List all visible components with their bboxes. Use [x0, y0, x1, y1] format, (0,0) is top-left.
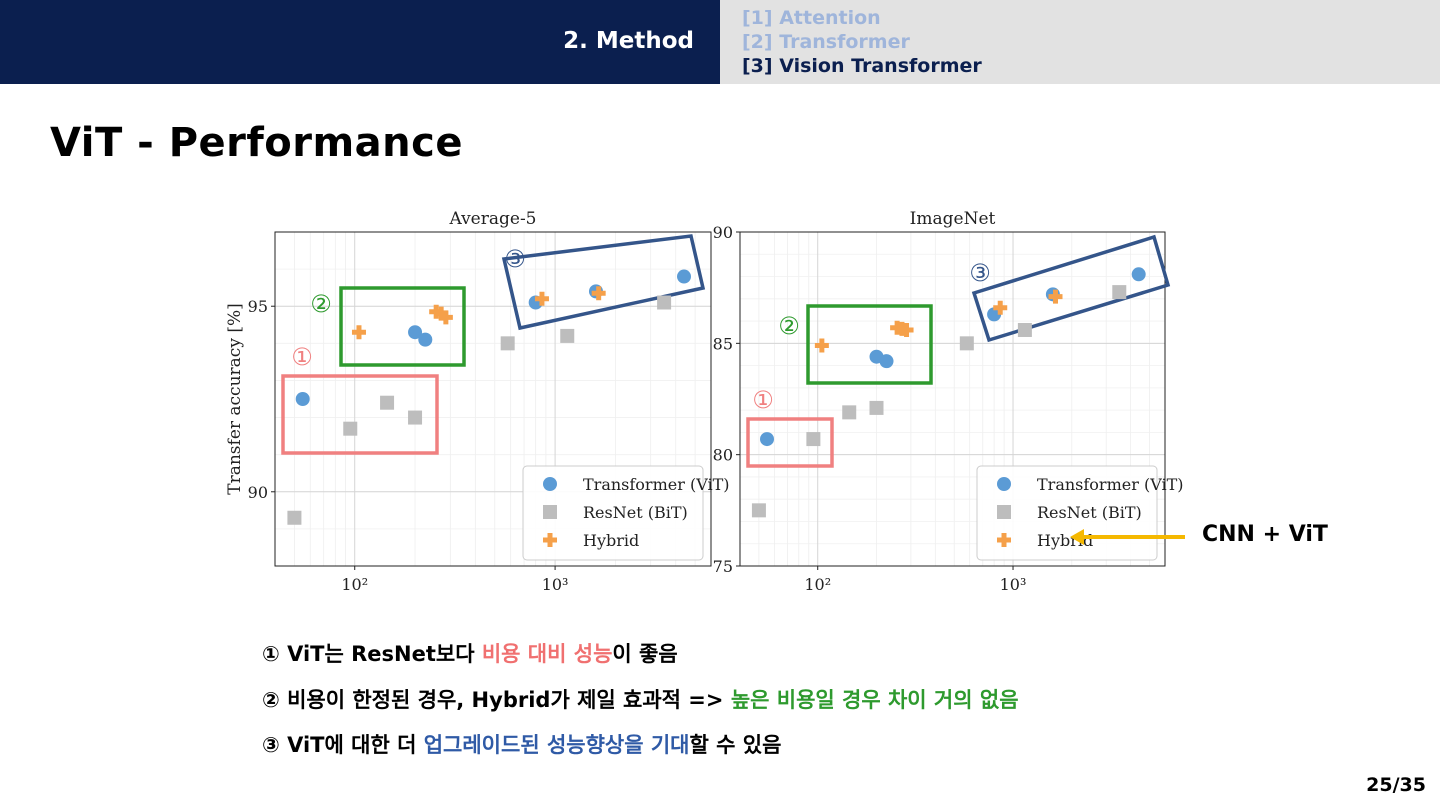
data-point-hybrid: [1048, 289, 1063, 304]
legend-label: Transformer (ViT): [583, 475, 730, 494]
x-tick-label: 10³: [542, 575, 569, 594]
chart-panel-2: ImageNet 75 80 85 90 10² 10³ ① ② ③ Transformer (Vi…: [713, 209, 1184, 594]
data-point-resnet: [560, 328, 575, 343]
data-point-vit: [295, 392, 310, 406]
bullet-3: ③ ViT에 대한 더 업그레이드된 성능향상을 기대할 수 있음: [262, 729, 781, 759]
callout-arrow-head: [1070, 529, 1084, 545]
data-point-vit: [408, 325, 423, 340]
data-point-vit: [760, 432, 775, 447]
annotation-box: [806, 304, 933, 385]
data-point-resnet: [842, 405, 857, 420]
data-point-hybrid: [814, 338, 829, 353]
y-tick-label: 75: [713, 557, 733, 576]
legend-marker: [543, 533, 557, 547]
data-point-resnet: [869, 400, 884, 415]
data-point-resnet: [959, 336, 974, 351]
y-tick-label: 95: [248, 297, 268, 316]
legend-label: Hybrid: [1037, 531, 1093, 550]
data-point-resnet: [500, 336, 515, 351]
annotation-number: ③: [969, 259, 991, 287]
bullet-1: ① ViT는 ResNet보다 비용 대비 성능이 좋음: [262, 638, 678, 668]
nav-item-attention[interactable]: [1] Attention: [742, 7, 881, 29]
data-point-resnet: [806, 432, 821, 447]
data-point-vit: [677, 269, 692, 284]
bullet-2: ② 비용이 한정된 경우, Hybrid가 제일 효과적 => 높은 비용일 경…: [262, 684, 1019, 714]
legend-marker: [997, 477, 1011, 491]
chart-title: Average-5: [448, 209, 536, 229]
data-point-hybrid: [438, 310, 453, 325]
data-point-resnet: [408, 410, 423, 425]
x-tick-label: 10²: [341, 575, 368, 594]
nav-item-transformer[interactable]: [2] Transformer: [742, 31, 910, 53]
header-nav-bar: [1] Attention [2] Transformer [3] Vision…: [720, 0, 1440, 84]
data-point-resnet: [751, 503, 766, 518]
data-point-hybrid: [534, 291, 549, 306]
page-number: 25/35: [1366, 774, 1426, 796]
data-point-resnet: [287, 510, 302, 525]
bullet-segment: ① ViT는 ResNet보다: [262, 642, 482, 666]
legend-box: [522, 465, 704, 561]
y-tick-label: 90: [248, 483, 268, 502]
annotation-number: ①: [752, 386, 774, 414]
data-point-vit: [1131, 267, 1146, 282]
data-point-vit: [987, 307, 1002, 322]
legend-marker: [997, 533, 1011, 547]
bullet-segment: 할 수 있음: [689, 733, 782, 757]
data-point-resnet: [1112, 285, 1127, 300]
bullet-segment: 높은 비용일 경우 차이 거의 없음: [730, 688, 1019, 712]
data-point-resnet: [1017, 322, 1032, 337]
bullet-segment: 비용 대비 성능: [481, 642, 613, 666]
chart-panel-1: Average-5 90 95 10² 10³ Transfer accuracy [%]…: [225, 209, 730, 594]
y-tick-label: 90: [713, 223, 733, 242]
y-tick-label: 80: [713, 446, 733, 465]
annotation-box: [339, 286, 466, 367]
annotation-number: ②: [310, 290, 332, 318]
nav-item-vision-transformer[interactable]: [3] Vision Transformer: [742, 55, 982, 77]
plot-frame: [739, 231, 1166, 567]
y-axis-label: Transfer accuracy [%]: [225, 303, 245, 495]
annotation-box: [501, 234, 706, 331]
plot-frame: [274, 231, 712, 567]
data-point-hybrid: [899, 322, 914, 337]
x-tick-label: 10²: [804, 575, 831, 594]
data-point-hybrid: [351, 325, 366, 340]
annotation-number: ③: [504, 245, 526, 273]
data-point-hybrid: [993, 300, 1008, 315]
annotation-number: ①: [291, 343, 313, 371]
annotation-box: [281, 374, 439, 455]
bullet-segment: ③ ViT에 대한 더: [262, 733, 424, 757]
header-section-bar: 2. Method: [0, 0, 720, 84]
y-tick-label: 85: [713, 334, 733, 353]
callout-label: CNN + ViT: [1202, 522, 1328, 547]
chart-title: ImageNet: [910, 209, 996, 229]
legend-marker: [543, 505, 557, 519]
bullet-segment: 업그레이드된 성능향상을 기대: [423, 733, 690, 757]
bullet-segment: ② 비용이 한정된 경우, Hybrid가 제일 효과적 =>: [262, 688, 731, 712]
legend-label: Transformer (ViT): [1037, 475, 1184, 494]
data-point-hybrid: [591, 286, 606, 301]
annotation-box: [746, 417, 834, 468]
bullet-segment: 이 좋음: [612, 642, 678, 666]
data-point-resnet: [380, 395, 395, 410]
annotation-box: [971, 234, 1171, 343]
legend-marker: [543, 477, 557, 491]
data-point-hybrid: [434, 306, 449, 321]
data-point-resnet: [657, 295, 672, 310]
annotation-number: ②: [778, 312, 800, 340]
legend-marker: [997, 505, 1011, 519]
x-tick-label: 10³: [1000, 575, 1027, 594]
data-point-vit: [418, 332, 433, 347]
legend-label: Hybrid: [583, 531, 639, 550]
section-title: 2. Method: [563, 28, 694, 54]
data-point-vit: [879, 354, 894, 369]
slide-title: ViT - Performance: [50, 120, 463, 166]
legend-label: ResNet (BiT): [1037, 503, 1142, 522]
data-point-resnet: [343, 421, 358, 436]
legend-label: ResNet (BiT): [583, 503, 688, 522]
